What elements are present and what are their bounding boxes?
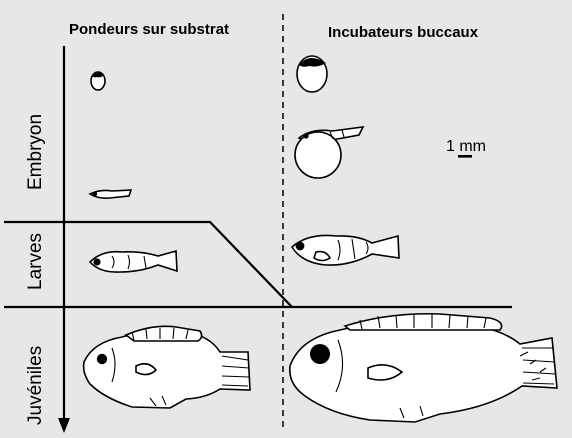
stage-label-juvenile: Juvéniles: [25, 346, 46, 425]
stage-label-embryo: Embryon: [25, 114, 46, 190]
substrate-juvenile-illustration: [84, 326, 250, 408]
time-axis-arrowhead: [58, 418, 70, 433]
substrate-egg-illustration: [91, 72, 105, 90]
stage-label-larvae: Larves: [25, 233, 46, 290]
header-mouthbrooders: Incubateurs buccaux: [328, 24, 479, 41]
mouthbrooder-juvenile-illustration: [290, 314, 557, 422]
substrate-larva-illustration: [90, 251, 177, 272]
header-substrate-spawners: Pondeurs sur substrat: [69, 21, 229, 38]
scale-bar: [458, 155, 472, 158]
mouthbrooder-egg-illustration: [297, 56, 327, 92]
substrate-embryo-illustration: [90, 190, 131, 198]
mouthbrooder-embryo-illustration: [295, 127, 363, 178]
scale-bar-label: 1 mm: [446, 138, 486, 155]
mouthbrooder-larva-illustration: [292, 235, 399, 265]
